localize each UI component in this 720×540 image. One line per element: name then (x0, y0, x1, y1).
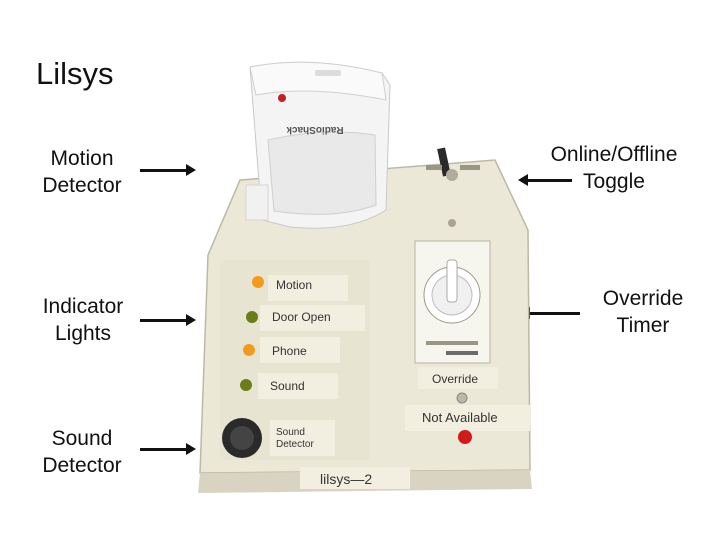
label-online-toggle: Online/Offline Toggle (550, 143, 678, 193)
led-not-available (458, 430, 472, 444)
label-motion-detector: Motion Detector (42, 147, 122, 197)
led-phone (243, 344, 255, 356)
led-motion (252, 276, 264, 288)
led-door-open (246, 311, 258, 323)
unit-name: lilsys—2 (320, 471, 372, 487)
arrow-motion-detector (140, 164, 196, 176)
slide-title: Lilsys (36, 56, 114, 91)
panel-label-door-open: Door Open (272, 310, 331, 324)
arrow-indicator-lights (140, 314, 196, 326)
indicator-panel: Motion Door Open Phone Sound (240, 275, 365, 399)
label-override-timer: Override Timer (602, 287, 684, 337)
arrow-online-toggle (518, 174, 572, 186)
panel-label-motion: Motion (276, 278, 312, 292)
label-indicator-lights: Indicator Lights (42, 295, 124, 345)
label-sound-detector: Sound Detector (42, 427, 122, 477)
override-label: Override (432, 372, 478, 386)
panel-label-sound: Sound (270, 379, 305, 393)
motion-sensor: RadioShack (245, 61, 391, 229)
arrow-sound-detector (140, 443, 196, 455)
online-toggle-switch (426, 147, 480, 181)
sensor-brand: RadioShack (286, 124, 344, 135)
not-available-label: Not Available (422, 410, 498, 425)
override-button (456, 392, 468, 404)
device-photo: RadioShack Motion Door Open Phone Sound (198, 61, 532, 493)
led-sound (240, 379, 252, 391)
override-timer (414, 240, 491, 364)
panel-label-phone: Phone (272, 344, 307, 358)
